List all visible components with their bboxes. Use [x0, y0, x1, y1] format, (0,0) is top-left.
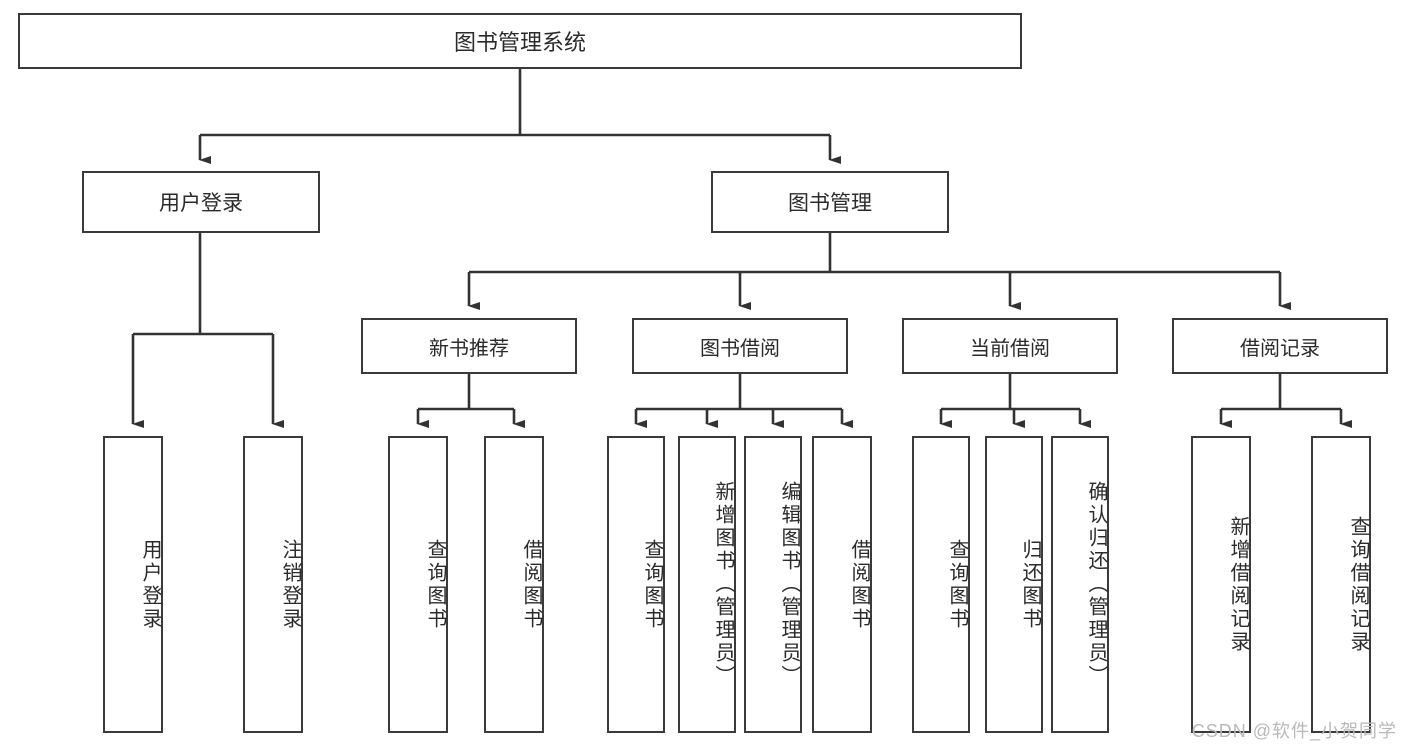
- node-leaf-add-borrow-record-label: 新增借阅记录: [1227, 515, 1249, 654]
- node-leaf-edit-book-admin-label: 编辑图书（管理员）: [778, 481, 800, 688]
- node-book-management[interactable]: 图书管理: [711, 171, 949, 233]
- csdn-watermark: CSDN @软件_小贺同学: [1191, 721, 1397, 741]
- node-borrow-record[interactable]: 借阅记录: [1172, 318, 1388, 374]
- node-leaf-logout-login-label: 注销登录: [279, 538, 301, 631]
- node-leaf-borrow-book-1-label: 借阅图书: [520, 538, 542, 631]
- node-leaf-borrow-book-1[interactable]: 借阅图书: [484, 436, 544, 733]
- node-leaf-user-login-label: 用户登录: [139, 538, 161, 631]
- node-leaf-query-book-3[interactable]: 查询图书: [912, 436, 970, 733]
- node-leaf-query-borrow-record[interactable]: 查询借阅记录: [1311, 436, 1371, 733]
- node-new-book-recommend[interactable]: 新书推荐: [361, 318, 577, 374]
- node-leaf-query-book-1[interactable]: 查询图书: [388, 436, 448, 733]
- node-book-borrow-label: 图书借阅: [700, 337, 780, 360]
- node-root-system[interactable]: 图书管理系统: [18, 13, 1022, 69]
- node-leaf-borrow-book-2-label: 借阅图书: [848, 538, 870, 631]
- node-leaf-borrow-book-2[interactable]: 借阅图书: [812, 436, 872, 733]
- node-leaf-return-book-label: 归还图书: [1019, 538, 1041, 631]
- node-leaf-query-book-2-label: 查询图书: [641, 538, 663, 631]
- node-book-borrow[interactable]: 图书借阅: [632, 318, 848, 374]
- node-leaf-user-login[interactable]: 用户登录: [103, 436, 163, 733]
- node-leaf-return-book[interactable]: 归还图书: [985, 436, 1043, 733]
- node-leaf-add-book-admin[interactable]: 新增图书（管理员）: [678, 436, 736, 733]
- node-book-management-label: 图书管理: [788, 192, 872, 215]
- node-new-book-recommend-label: 新书推荐: [429, 337, 509, 360]
- node-leaf-add-book-admin-label: 新增图书（管理员）: [712, 481, 734, 688]
- node-borrow-record-label: 借阅记录: [1240, 337, 1320, 360]
- node-user-login[interactable]: 用户登录: [82, 171, 320, 233]
- node-leaf-query-book-2[interactable]: 查询图书: [607, 436, 665, 733]
- node-current-borrow-label: 当前借阅: [970, 337, 1050, 360]
- node-leaf-query-book-1-label: 查询图书: [424, 538, 446, 631]
- node-leaf-confirm-return-admin[interactable]: 确认归还（管理员）: [1051, 436, 1109, 733]
- node-leaf-add-borrow-record[interactable]: 新增借阅记录: [1191, 436, 1251, 733]
- node-user-login-label: 用户登录: [159, 192, 243, 215]
- node-leaf-query-borrow-record-label: 查询借阅记录: [1347, 515, 1369, 654]
- node-leaf-logout-login[interactable]: 注销登录: [243, 436, 303, 733]
- node-leaf-edit-book-admin[interactable]: 编辑图书（管理员）: [744, 436, 802, 733]
- node-leaf-confirm-return-admin-label: 确认归还（管理员）: [1085, 481, 1107, 688]
- node-current-borrow[interactable]: 当前借阅: [902, 318, 1118, 374]
- node-leaf-query-book-3-label: 查询图书: [946, 538, 968, 631]
- node-root-system-label: 图书管理系统: [453, 30, 586, 55]
